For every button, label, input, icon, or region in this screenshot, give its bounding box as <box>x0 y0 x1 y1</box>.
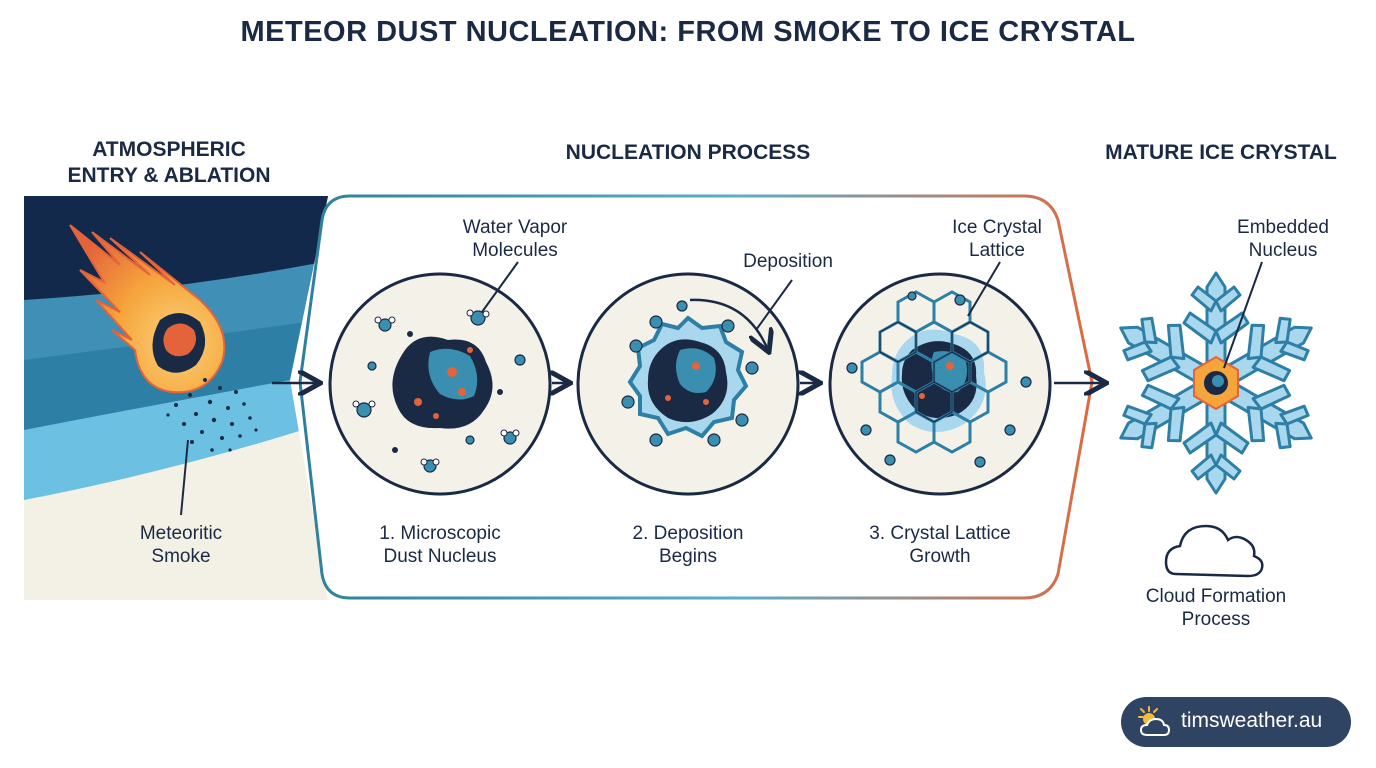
entry-heading-line1: ATMOSPHERIC <box>92 138 246 161</box>
step-3-label-line2: Growth <box>909 546 971 567</box>
nucleus-pointer <box>1223 261 1263 369</box>
meteoritic-smoke <box>166 378 258 452</box>
smoke-label: Meteoritic Smoke <box>96 522 266 568</box>
smoke-label-line2: Smoke <box>151 546 211 567</box>
page-title: METEOR DUST NUCLEATION: FROM SMOKE TO IC… <box>240 16 1136 48</box>
meteor-fireball <box>69 224 226 394</box>
lattice-label-line2: Lattice <box>969 240 1025 261</box>
entry-heading: ATMOSPHERIC ENTRY & ABLATION <box>24 137 314 189</box>
deposition-pointer <box>755 279 793 331</box>
nucleus-label-line1: Embedded <box>1237 217 1329 238</box>
step-3-label: 3. Crystal Lattice Growth <box>840 522 1040 568</box>
brand-text: timsweather.au <box>1181 709 1323 732</box>
lattice-label-line1: Ice Crystal <box>952 217 1042 238</box>
step-1-label: 1. Microscopic Dust Nucleus <box>350 522 530 568</box>
nucleus-label: Embedded Nucleus <box>1198 216 1368 262</box>
process-heading: NUCLEATION PROCESS <box>565 141 811 164</box>
lattice-label: Ice Crystal Lattice <box>912 216 1082 262</box>
cloud-icon <box>1164 524 1264 578</box>
vapor-label: Water Vapor Molecules <box>430 216 600 262</box>
cloud-label-line1: Cloud Formation <box>1145 586 1287 607</box>
step-3-label-line1: 3. Crystal Lattice <box>869 523 1011 544</box>
stage-2-circle <box>576 272 800 496</box>
lattice-pointer <box>967 261 1001 317</box>
sun-cloud-icon <box>1138 706 1171 736</box>
entry-heading-line2: ENTRY & ABLATION <box>67 164 271 187</box>
cloud-label: Cloud Formation Process <box>1116 585 1316 631</box>
vapor-label-line1: Water Vapor <box>462 217 568 238</box>
step-1-label-line1: 1. Microscopic <box>379 523 501 544</box>
vapor-pointer <box>481 261 519 313</box>
mature-heading: MATURE ICE CRYSTAL <box>1105 141 1337 164</box>
smoke-pointer <box>180 439 189 516</box>
step-2-label: 2. Deposition Begins <box>598 522 778 568</box>
cloud-label-line2: Process <box>1181 609 1251 630</box>
nucleus-label-line2: Nucleus <box>1248 240 1318 261</box>
smoke-label-line1: Meteoritic <box>139 523 223 544</box>
vapor-label-line2: Molecules <box>472 240 558 261</box>
step-2-label-line2: Begins <box>658 546 718 567</box>
snowflake-icon <box>1103 271 1329 495</box>
step-1-label-line2: Dust Nucleus <box>383 546 497 567</box>
step-2-label-line1: 2. Deposition <box>632 523 744 544</box>
brand-badge[interactable]: timsweather.au <box>1121 697 1351 747</box>
stage-1-circle <box>328 272 552 496</box>
stage-3-circle <box>828 272 1052 496</box>
deposition-label: Deposition <box>743 251 833 272</box>
